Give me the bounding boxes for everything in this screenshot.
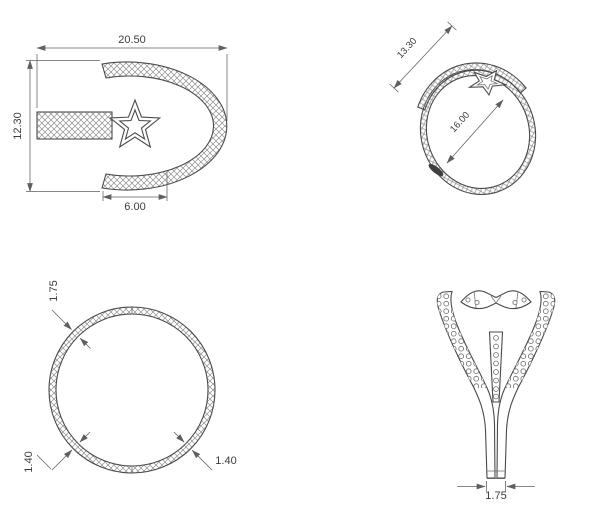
arrow-line: [79, 431, 91, 443]
star-motif-inner: [118, 108, 152, 141]
view-front: 1.75: [436, 290, 556, 502]
dimension-line: [393, 25, 453, 89]
dim-band-bottom-left: 1.40: [23, 431, 91, 473]
star-stones: [465, 297, 527, 305]
extension-line: [75, 331, 84, 340]
extension-line: [75, 440, 84, 449]
dim-diagonal-label: 13.30: [395, 36, 419, 61]
star-motif-perspective-inner: [476, 75, 499, 90]
view-side: 1.75 1.40 1.40: [23, 280, 237, 474]
dim-height-label: 12.30: [12, 112, 24, 140]
arrow-line: [173, 431, 185, 443]
arrow-line: [51, 309, 72, 330]
dim-shank-width-label: 1.75: [485, 490, 506, 502]
star-facet-line: [473, 291, 477, 308]
leader-line: [36, 454, 52, 470]
dim-width-label: 20.50: [118, 34, 146, 46]
dim-shank-width: 1.75: [457, 481, 535, 502]
view-perspective: 16.00 13.30: [389, 21, 537, 195]
dim-band-bottom-right: 1.40: [173, 431, 237, 471]
split-arms-top-view: [101, 61, 228, 191]
extension-line: [70, 326, 79, 335]
dim-gap-label: 6.00: [124, 201, 145, 213]
arrow-line: [79, 337, 91, 349]
star-motif-perspective-outer: [467, 69, 508, 97]
pave-texture-front: [437, 291, 555, 388]
center-stone-strip: [488, 331, 504, 403]
dim-band-bottom-left-label: 1.40: [23, 451, 35, 472]
extension-line: [180, 440, 189, 449]
dim-band-top: 1.75: [48, 280, 91, 349]
extension-line: [185, 445, 194, 454]
center-stones: [493, 335, 499, 400]
dim-overall-height: 12.30: [12, 59, 100, 193]
dim-band-bottom-right-label: 1.40: [215, 455, 236, 467]
view-top: 20.50 12.30 6.00: [12, 34, 228, 213]
star-facet-line: [515, 291, 519, 308]
dim-gap: 6.00: [102, 172, 168, 213]
arrow-line: [51, 449, 73, 471]
dim-band-top-label: 1.75: [48, 280, 60, 301]
dim-overall-width: 20.50: [36, 34, 228, 121]
dim-inner-diameter-label: 16.00: [448, 110, 472, 135]
star-motif-front: [460, 290, 532, 310]
engraving-mark: [428, 163, 444, 177]
dimension-line: [446, 99, 504, 164]
ring-band-side-view: [48, 306, 216, 474]
extension-line: [70, 445, 79, 454]
shank-band-top-view: [36, 111, 113, 140]
star-facet-line: [490, 295, 502, 304]
dim-inner-diameter: 16.00: [446, 99, 504, 164]
arrow-line: [191, 449, 213, 471]
